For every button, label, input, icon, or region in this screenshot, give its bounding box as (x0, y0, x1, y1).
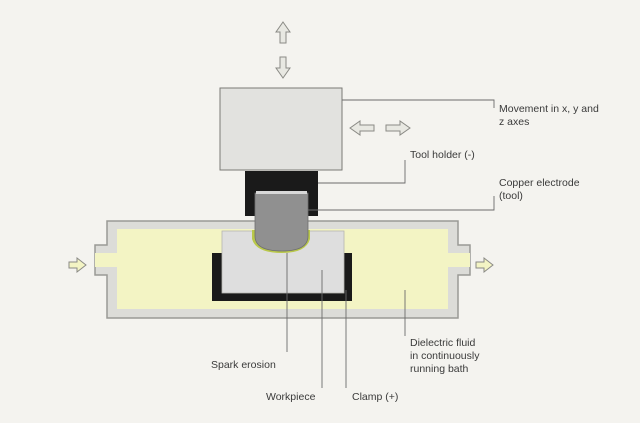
arrow-right-icon (385, 120, 411, 136)
label-tool-holder: Tool holder (-) (410, 149, 475, 161)
arrow-up-icon (275, 21, 291, 44)
fluid-inflow-arrow-icon (68, 256, 87, 274)
label-clamp: Clamp (+) (352, 391, 398, 403)
label-workpiece: Workpiece (266, 391, 316, 403)
leader-electrode (308, 196, 495, 211)
leader-movement (342, 99, 495, 108)
arrow-down-icon (275, 56, 291, 79)
copper-electrode (254, 192, 309, 252)
label-spark-erosion: Spark erosion (211, 359, 276, 371)
fluid-outflow-arrow-icon (475, 256, 494, 274)
leader-lines (286, 99, 495, 388)
electrode-top-edge (256, 191, 307, 194)
tool-holder-body (219, 87, 343, 171)
label-dielectric: Dielectric fluid in continuously running… (410, 337, 482, 375)
label-electrode: Copper electrode (tool) (499, 177, 582, 202)
arrow-left-icon (349, 120, 375, 136)
leader-tool-holder (318, 160, 406, 184)
label-movement: Movement in x, y and z axes (499, 103, 602, 128)
